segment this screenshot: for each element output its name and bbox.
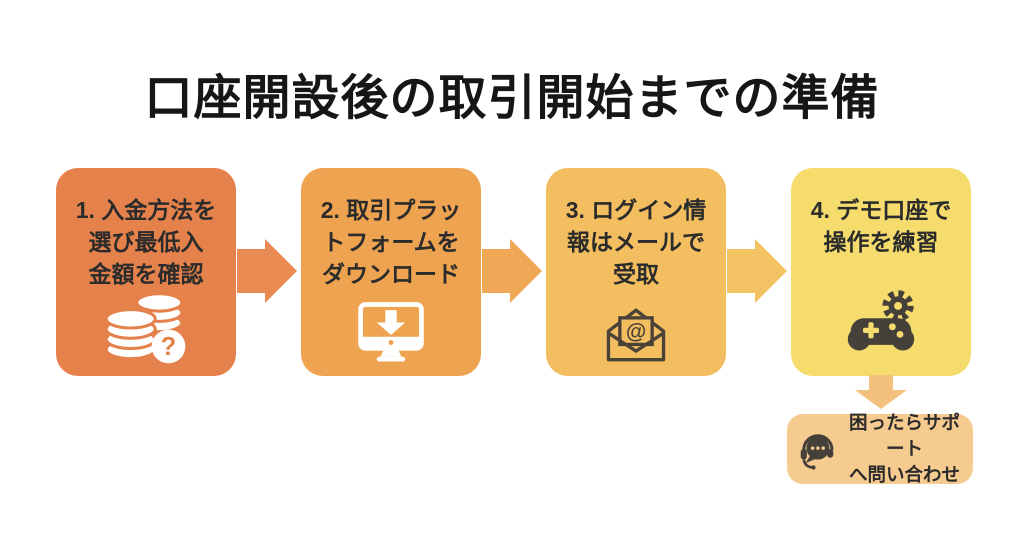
right-arrow-1-icon [237, 239, 297, 303]
svg-text:?: ? [161, 333, 177, 361]
step-box-2: 2. 取引プラッ トフォームを ダウンロード [301, 168, 481, 376]
step-box-3: 3. ログイン情 報はメールで 受取 @ [546, 168, 726, 376]
step-label-1: 1. 入金方法を 選び最低入 金額を確認 [75, 197, 217, 287]
gamepad-gear-icon [838, 286, 924, 360]
step-label-3: 3. ログイン情 報はメールで 受取 [565, 197, 707, 287]
step-label-2: 2. 取引プラッ トフォームを ダウンロード [320, 197, 462, 287]
right-arrow-3-icon [727, 239, 787, 303]
coins-question-icon: ? [100, 288, 192, 366]
support-label: 困ったらサポート へ問い合わせ [848, 412, 960, 485]
step-box-1: 1. 入金方法を 選び最低入 金額を確認 ? [56, 168, 236, 376]
monitor-download-icon [353, 300, 429, 366]
step-box-4: 4. デモ口座で 操作を練習 [791, 168, 971, 376]
right-arrow-2-icon [482, 239, 542, 303]
page-title: 口座開設後の取引開始までの準備 [144, 72, 880, 125]
svg-text:@: @ [626, 321, 646, 344]
email-at-icon: @ [598, 302, 674, 366]
step-label-4: 4. デモ口座で 操作を練習 [810, 197, 952, 255]
support-box: 困ったらサポート へ問い合わせ [787, 412, 973, 485]
headset-chat-icon [795, 427, 839, 471]
